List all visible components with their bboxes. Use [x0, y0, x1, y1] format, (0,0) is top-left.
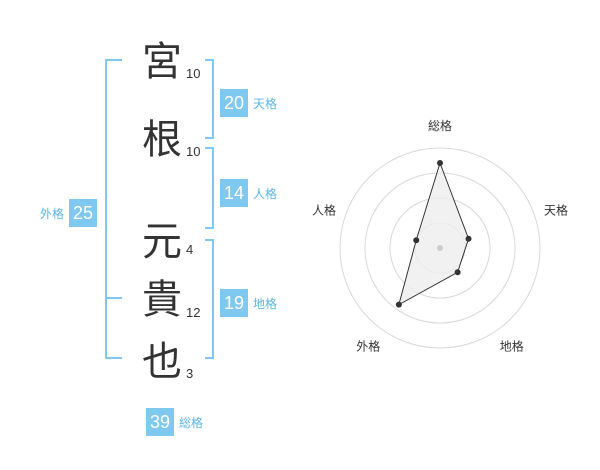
radar-axis-label-5: 人格 — [312, 202, 336, 217]
stroke-count-3: 4 — [186, 242, 194, 257]
name-char-3: 元 — [142, 219, 182, 265]
stroke-count-5: 3 — [186, 366, 194, 381]
radar-point-2 — [465, 235, 472, 242]
soukaku-label: 総格 — [179, 415, 204, 430]
gaikaku-label: 外格 — [40, 206, 65, 221]
chikaku-value: 19 — [220, 289, 248, 317]
tenkaku-label: 天格 — [253, 96, 278, 111]
radar-point-3 — [454, 269, 461, 276]
gaikaku-badge: 外格 25 — [40, 199, 98, 227]
radar-point-4 — [395, 301, 402, 308]
radar-point-1 — [437, 160, 443, 166]
radar-ring-4 — [339, 147, 541, 349]
radar-point-5 — [413, 237, 420, 244]
radar-axis-label-4: 外格 — [356, 339, 380, 354]
jinkaku-value: 14 — [220, 179, 248, 207]
tenkaku-badge: 20 天格 — [220, 89, 277, 117]
stroke-count-1: 10 — [186, 66, 201, 81]
name-char-1: 宮 — [142, 39, 182, 85]
name-char-5: 也 — [142, 339, 182, 385]
tenkaku-value: 20 — [220, 89, 248, 117]
radar-polygon — [398, 161, 470, 306]
jinkaku-badge: 14 人格 — [220, 179, 277, 207]
jinkaku-label: 人格 — [253, 186, 278, 201]
stroke-count-4: 12 — [186, 305, 201, 320]
chikaku-label: 地格 — [253, 296, 278, 311]
soukaku-badge: 39 総格 — [146, 408, 203, 436]
radar-axis-label-3: 地格 — [500, 339, 524, 354]
name-char-2: 根 — [142, 117, 182, 163]
stroke-count-2: 10 — [186, 144, 201, 159]
gaikaku-value: 25 — [69, 199, 98, 227]
chikaku-badge: 19 地格 — [220, 289, 277, 317]
radar-axis-label-2: 天格 — [544, 202, 568, 217]
radar-axis-label-1: 総格 — [428, 118, 452, 133]
radar-center — [437, 245, 443, 251]
name-char-4: 貴 — [142, 277, 182, 323]
soukaku-value: 39 — [146, 408, 174, 436]
